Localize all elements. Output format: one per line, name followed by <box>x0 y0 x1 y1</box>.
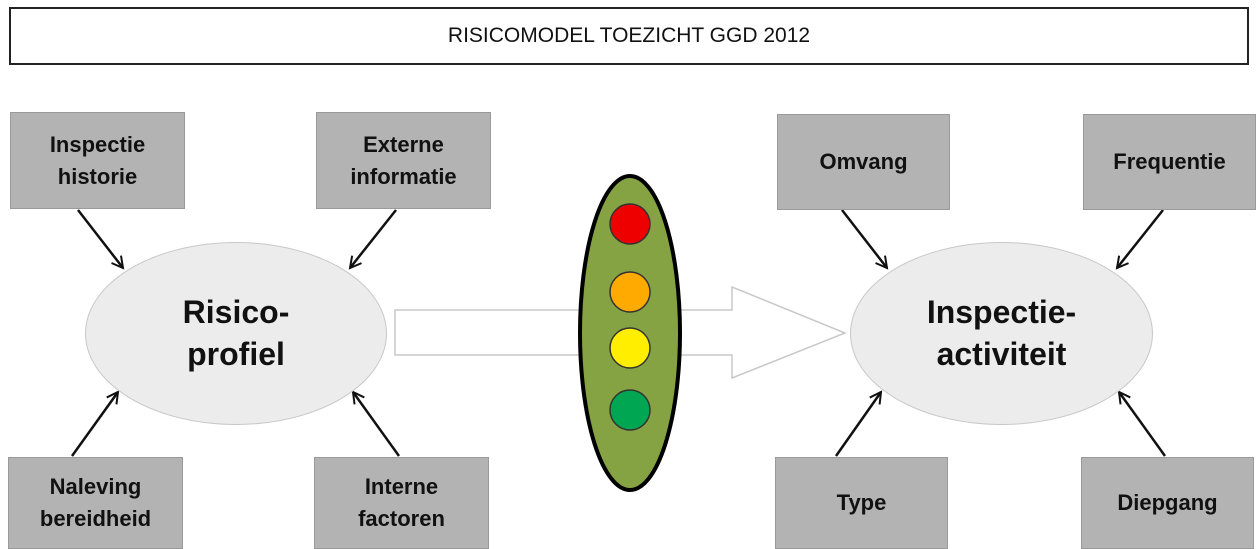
ellipse-label-line2: profiel <box>187 335 285 372</box>
factor-label: Type <box>836 490 887 516</box>
factor-label-line1: Naleving <box>49 474 142 500</box>
arrow-frequentie <box>1117 209 1164 268</box>
factor-type: Type <box>775 457 948 549</box>
arrow-omvang <box>841 209 887 268</box>
factor-omvang: Omvang <box>777 114 950 210</box>
arrow-externe-informatie <box>350 209 397 268</box>
factor-label-line2: bereidheid <box>39 506 152 531</box>
factor-diepgang: Diepgang <box>1081 457 1254 549</box>
factor-frequentie: Frequentie <box>1083 114 1256 210</box>
traffic-light-orange <box>609 271 651 313</box>
arrow-diepgang <box>1119 392 1167 457</box>
factor-label-line2: historie <box>57 163 138 189</box>
ellipse-label-line1: Risico- <box>182 293 290 330</box>
ellipse-label-line2: activiteit <box>936 335 1067 372</box>
arrow-interne-factoren <box>353 392 401 457</box>
factor-label-line1: Interne <box>364 474 439 500</box>
factor-naleving-bereidheid: Naleving bereidheid <box>8 457 183 549</box>
factor-label-line1: Externe <box>363 131 444 157</box>
factor-label: Diepgang <box>1117 490 1218 516</box>
factor-label-line1: Inspectie <box>49 131 146 157</box>
traffic-light-yellow <box>609 327 651 369</box>
ellipse-risicoprofiel: Risico- profiel <box>85 242 387 425</box>
arrow-naleving-bereidheid <box>70 392 118 457</box>
factor-interne-factoren: Interne factoren <box>314 457 489 549</box>
diagram-title: RISICOMODEL TOEZICHT GGD 2012 <box>9 7 1249 65</box>
ellipse-label-line1: Inspectie- <box>926 293 1077 330</box>
factor-inspectie-historie: Inspectie historie <box>10 112 185 209</box>
factor-label-line2: factoren <box>358 506 445 531</box>
factor-label: Frequentie <box>1113 149 1226 175</box>
ellipse-inspectieactiviteit: Inspectie- activiteit <box>850 242 1153 425</box>
arrow-inspectie-historie <box>77 209 123 268</box>
traffic-light-red <box>609 203 651 245</box>
arrow-type <box>834 392 881 457</box>
factor-label-line2: informatie <box>350 163 457 189</box>
factor-label: Omvang <box>819 149 908 175</box>
traffic-light-green <box>609 389 651 431</box>
factor-externe-informatie: Externe informatie <box>316 112 491 209</box>
